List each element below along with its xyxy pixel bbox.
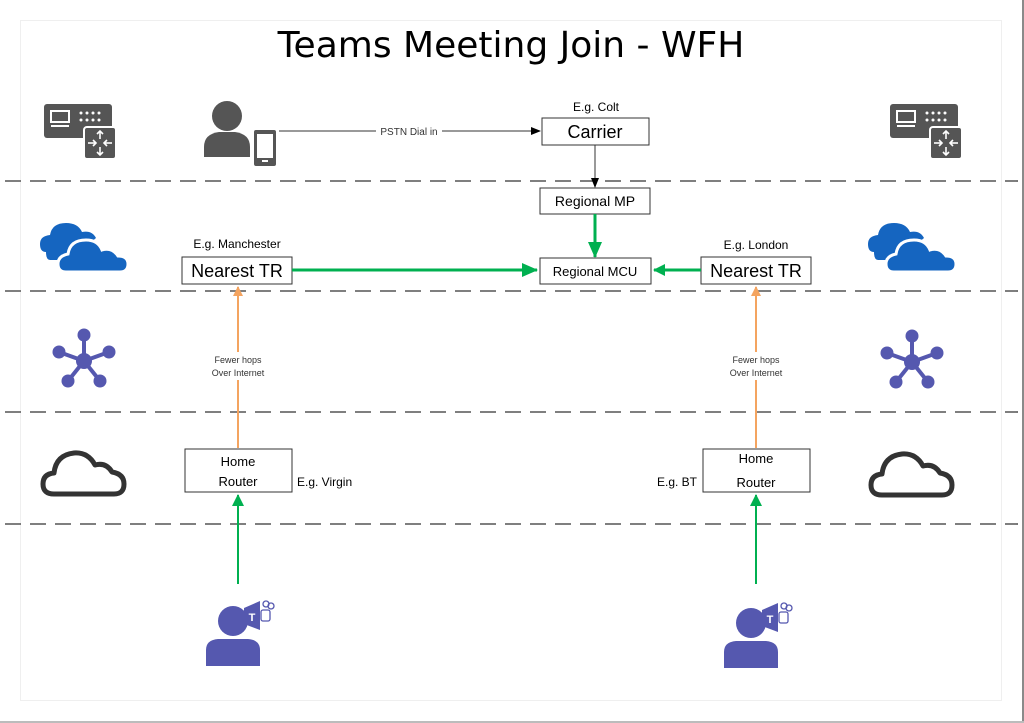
home-router-right-caption: E.g. BT: [657, 475, 698, 489]
nearest-tr-left-label: Nearest TR: [191, 261, 283, 281]
router-switch-icon: [890, 104, 963, 160]
onedrive-cloud-icon: [868, 223, 958, 274]
diagram-title: Teams Meeting Join - WFH: [277, 25, 745, 66]
home-router-right-node[interactable]: Home Router: [702, 448, 811, 493]
nearest-tr-left-node[interactable]: Nearest TR: [181, 256, 293, 285]
home-router-right-line2: Router: [736, 475, 776, 490]
cloud-outline-icon: [40, 450, 127, 497]
regional-mp-node[interactable]: Regional MP: [539, 187, 651, 215]
teams-user-icon: T: [206, 600, 275, 666]
network-hub-icon: [880, 329, 944, 389]
home-router-left-line1: Home: [221, 454, 256, 469]
home-router-left-node[interactable]: Home Router: [184, 448, 293, 493]
lane-separators: [5, 180, 1018, 525]
pstn-label-bg: [376, 124, 442, 138]
nearest-tr-right-node[interactable]: Nearest TR: [700, 256, 812, 285]
router-switch-icon: [44, 104, 117, 160]
teams-user-icon: T: [724, 602, 793, 668]
diagram-page: [20, 20, 1002, 701]
internet-left-label-line1: Fewer hops: [214, 355, 262, 365]
internet-left-label-line2: Over Internet: [212, 368, 265, 378]
window-edge-bottom: [0, 721, 1024, 723]
internet-right-label-line1: Fewer hops: [732, 355, 780, 365]
phone-user-icon: [204, 101, 278, 168]
nearest-tr-left-caption: E.g. Manchester: [193, 237, 280, 251]
regional-mp-label: Regional MP: [555, 193, 635, 209]
home-router-right-line1: Home: [739, 451, 774, 466]
teams-badge: T: [249, 612, 256, 624]
nearest-tr-right-label: Nearest TR: [710, 261, 802, 281]
nearest-tr-right-caption: E.g. London: [724, 238, 789, 252]
onedrive-cloud-icon: [40, 223, 130, 274]
teams-badge: T: [767, 614, 774, 626]
network-hub-icon: [52, 328, 116, 388]
carrier-node[interactable]: Carrier: [541, 117, 650, 146]
cloud-outline-icon: [868, 451, 955, 498]
regional-mcu-label: Regional MCU: [553, 264, 638, 279]
carrier-caption: E.g. Colt: [573, 100, 620, 114]
home-router-left-line2: Router: [218, 474, 258, 489]
internet-right-label-line2: Over Internet: [730, 368, 783, 378]
pstn-edge-label: PSTN Dial in: [380, 127, 437, 138]
internet-left-label-bg: [200, 352, 276, 380]
regional-mcu-node[interactable]: Regional MCU: [539, 257, 652, 285]
window-edge-right: [1022, 0, 1024, 723]
carrier-label: Carrier: [567, 122, 622, 142]
internet-right-label-bg: [718, 352, 794, 380]
home-router-left-caption: E.g. Virgin: [297, 475, 352, 489]
